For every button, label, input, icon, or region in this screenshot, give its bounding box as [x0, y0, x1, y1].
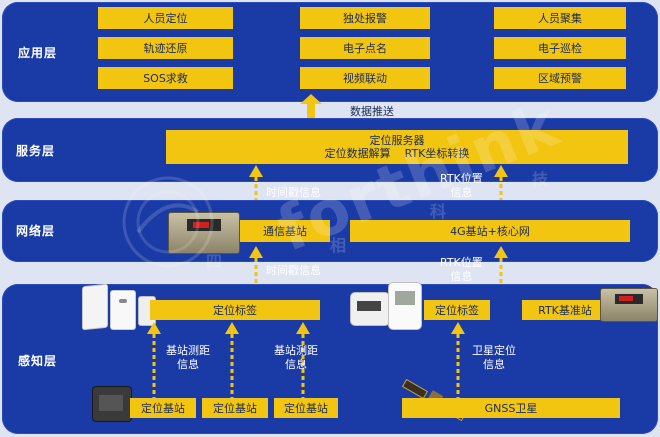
rtk-label-lower: RTK位置 信息 [440, 256, 483, 283]
app-box-personnel-location: 人员定位 [98, 7, 233, 29]
ranging-label-right: 基站测距 信息 [274, 344, 318, 371]
location-server-functions: 定位数据解算 RTK坐标转换 [324, 147, 470, 160]
location-tag-left-box: 定位标签 [150, 300, 320, 320]
tag-reader-device [350, 292, 390, 326]
ranging-arrow-1 [147, 322, 161, 398]
location-base-station-1: 定位基站 [130, 398, 196, 418]
app-box-sos: SOS求救 [98, 67, 233, 89]
watermark-char-1: 四 [206, 252, 223, 271]
rtk-device-light [619, 296, 633, 301]
timestamp-label-lower: 时间戳信息 [266, 264, 321, 277]
location-tag-right-box: 定位标签 [424, 300, 490, 320]
location-tag-device-1 [82, 283, 108, 331]
core-network-box: 4G基站+核心网 [350, 220, 630, 242]
device-red-light [193, 222, 209, 228]
rtk-reference-station-box: RTK基准站 [522, 300, 608, 320]
reader-screen [357, 301, 381, 311]
tag-sensor-device [388, 282, 422, 330]
location-base-station-device [92, 386, 132, 422]
watermark-char-3: 科 [430, 202, 447, 221]
satellite-label: 卫星定位 信息 [472, 344, 516, 371]
gnss-satellite-box: GNSS卫星 [402, 398, 620, 418]
app-box-track-replay: 轨迹还原 [98, 37, 233, 59]
app-box-video-link: 视频联动 [300, 67, 430, 89]
app-box-roll-call: 电子点名 [300, 37, 430, 59]
perception-layer-label: 感知层 [18, 354, 58, 368]
rtk-label-upper: RTK位置 信息 [440, 172, 483, 199]
watermark-char-2: 相 [330, 236, 347, 255]
timestamp-arrow-lower [249, 246, 263, 298]
location-base-station-3: 定位基站 [274, 398, 338, 418]
ranging-label-left: 基站测距 信息 [166, 344, 210, 371]
comm-base-station-device [168, 212, 240, 254]
app-box-gathering: 人员聚集 [494, 7, 626, 29]
location-tag-device-2 [110, 290, 136, 330]
watermark-char-4: 技 [532, 170, 549, 189]
tag-button [119, 299, 127, 303]
location-base-station-2: 定位基站 [202, 398, 268, 418]
app-box-alone-alarm: 独处报警 [300, 7, 430, 29]
app-box-patrol: 电子巡检 [494, 37, 626, 59]
satellite-arrow [451, 322, 465, 398]
comm-base-station-box: 通信基站 [240, 220, 330, 242]
watermark-logo-icon [122, 176, 214, 268]
location-server-title: 定位服务器 [369, 134, 425, 147]
sensor-screen [395, 291, 415, 305]
rtk-arrow-lower [494, 246, 508, 298]
service-layer-label: 服务层 [16, 144, 56, 158]
location-server-box: 定位服务器 定位数据解算 RTK坐标转换 [166, 130, 628, 164]
rtk-reference-station-device [600, 288, 658, 322]
data-push-label: 数据推送 [350, 105, 394, 118]
application-layer-label: 应用层 [18, 46, 58, 60]
app-box-area-warning: 区域预警 [494, 67, 626, 89]
base-station-front [99, 395, 123, 411]
ranging-arrow-3 [296, 322, 310, 398]
network-layer-label: 网络层 [16, 224, 56, 238]
timestamp-label-upper: 时间戳信息 [266, 186, 321, 199]
ranging-arrow-2 [225, 322, 239, 398]
